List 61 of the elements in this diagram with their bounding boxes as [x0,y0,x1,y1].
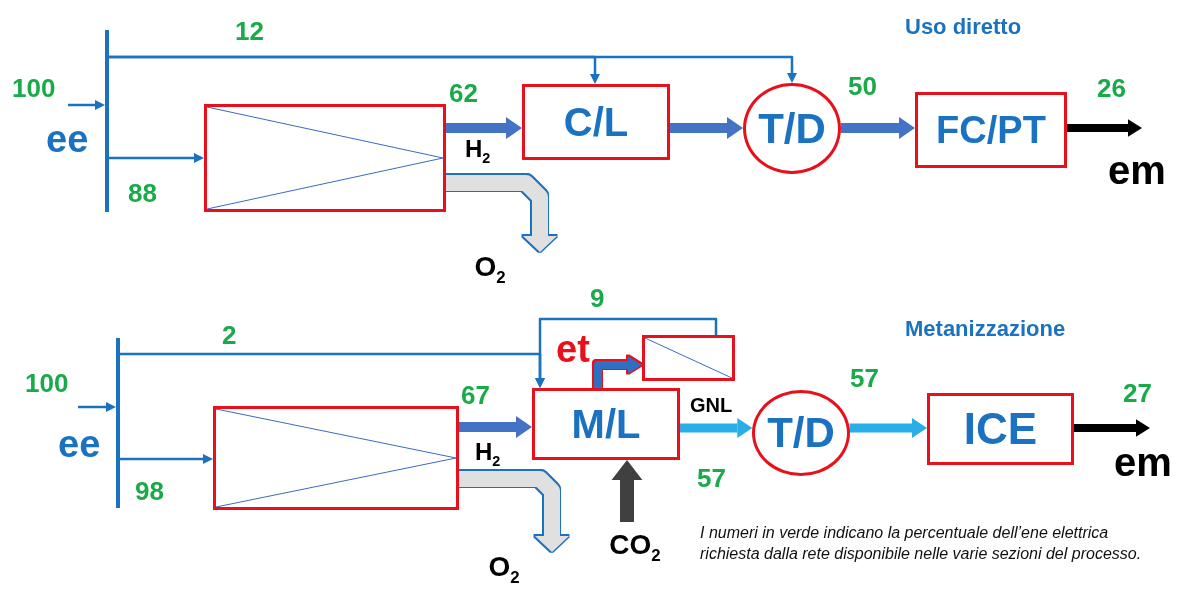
energy-label: et [556,330,590,368]
chemical-label: O$_{2}$ [474,253,506,287]
arrow [670,117,743,139]
flow-percentage: 100 [25,370,69,396]
flow-percentage: 12 [235,18,264,44]
arrow [594,356,642,388]
flow-percentage: 62 [449,80,478,106]
arrow [78,402,116,412]
flow-percentage: 57 [850,365,879,391]
electrolyzer-box [213,406,459,510]
arrow [446,117,522,139]
flow-percentage: 88 [128,180,157,206]
unit-label: M/L [571,404,641,444]
arrow [459,416,532,438]
flow-percentage: 26 [1097,75,1126,101]
process-box [927,393,1074,465]
flow-label: H$_{2}$ [465,137,491,166]
arrow [841,117,915,139]
chemical-label: O$_{2}$ [488,553,520,587]
arrow [109,55,797,83]
arrow [611,460,643,522]
process-box [522,84,670,160]
flow-percentage: 100 [12,75,56,101]
flow-percentage: 50 [848,73,877,99]
flow-percentage: 9 [590,285,605,311]
unit-label: FC/PT [936,111,1046,149]
arrow [68,100,105,110]
section-title: Metanizzazione [905,318,1066,340]
flow-percentage: 67 [461,382,490,408]
flow-percentage: 2 [222,322,237,348]
arrow [849,418,927,438]
process-box [915,92,1067,168]
arrow [459,471,569,552]
flow-percentage: 27 [1123,380,1152,406]
arrow [109,153,204,163]
bus-bar [105,30,109,212]
arrow [1067,119,1142,137]
flow-percentage: 98 [135,478,164,504]
arrow [680,418,753,438]
arrow [446,175,557,252]
flow-percentage: 57 [697,465,726,491]
energy-label: ee [46,120,89,158]
electrolyzer-box [204,104,446,212]
section-title: Uso diretto [905,16,1022,38]
energy-label: em [1108,150,1166,190]
bus-bar [116,338,120,508]
footnote: I numeri in verde indicano la percentuale dell’ene elettrica richiesta dalla rete disponibile nelle varie sezioni del processo. [700,523,1143,564]
arrow [120,454,213,464]
separator-box [642,335,735,381]
energy-label: ee [58,425,101,463]
unit-label: T/D [758,107,826,150]
edge-label: GNL [690,395,733,415]
process-box [532,388,680,460]
energy-label: em [1114,442,1172,482]
arrow [1074,419,1150,437]
flow-label: H$_{2}$ [475,440,501,469]
arrow [535,317,718,388]
unit-label: ICE [963,407,1038,451]
chemical-label: CO$_{2}$ [609,531,661,565]
unit-label: C/L [563,102,629,142]
unit-label: T/D [767,412,835,454]
